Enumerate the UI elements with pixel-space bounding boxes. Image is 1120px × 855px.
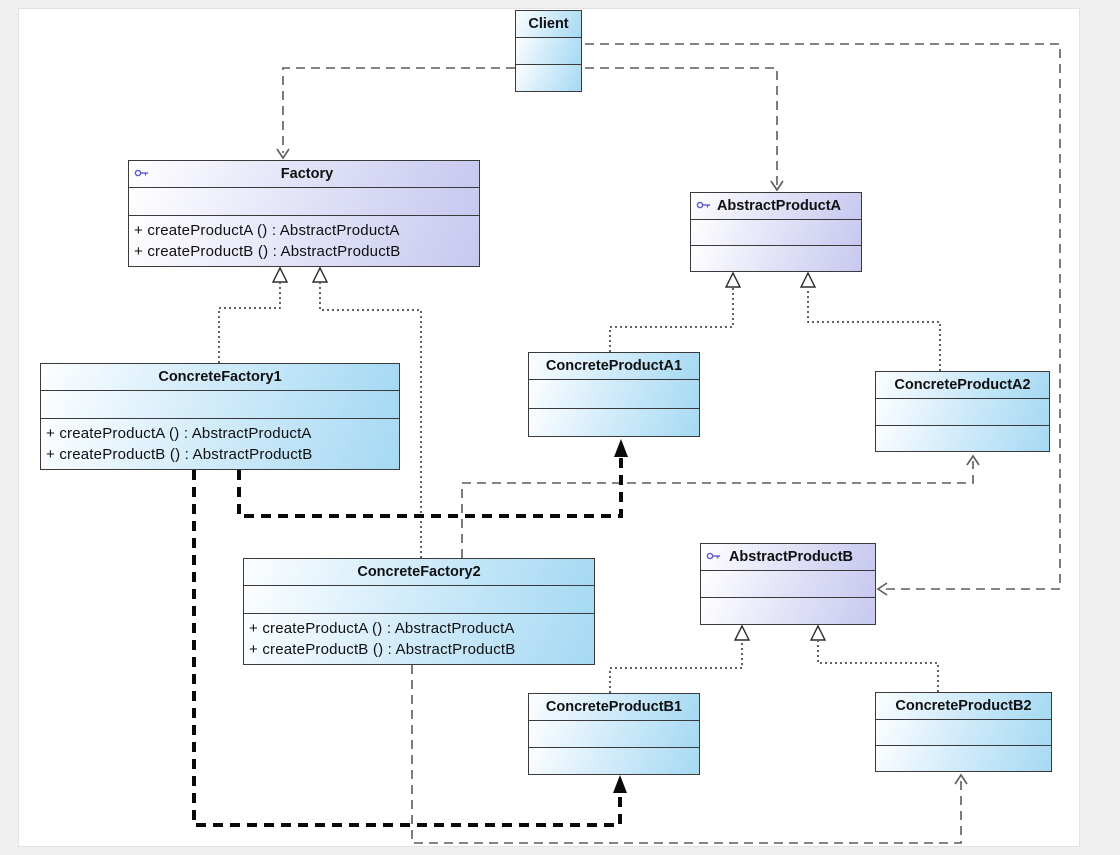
class-name-label: AbstractProductA: [716, 198, 842, 214]
operation: + createProductB () : AbstractProductB: [249, 641, 516, 658]
operation: + createProductB () : AbstractProductB: [46, 446, 313, 463]
class-name: ConcreteFactory2: [244, 559, 594, 585]
attributes-compartment: [701, 570, 875, 597]
operation: + createProductA () : AbstractProductA: [249, 620, 515, 637]
class-name: Factory: [129, 161, 479, 187]
class-name: ConcreteProductB2: [876, 693, 1051, 719]
class-name-label: ConcreteProductA1: [545, 358, 683, 374]
edge-concreteproducta1-abstractproducta: [609, 288, 734, 352]
edge-concretefactory1-concreteproductb1: [192, 470, 622, 827]
attributes-compartment: [244, 585, 594, 613]
open-arrowhead: [966, 454, 980, 466]
operations-compartment: [516, 64, 581, 91]
class-concreteproducta1: ConcreteProductA1: [528, 352, 700, 437]
edge-concreteproductb1-abstractproductb: [609, 641, 743, 693]
edge-concretefactory2-concreteproducta2: [461, 461, 974, 558]
open-arrowhead: [876, 582, 888, 596]
class-name-label: Client: [528, 16, 569, 32]
edge-client-abstractproductb: [585, 43, 1061, 590]
hollow-triangle-arrowhead: [724, 271, 742, 288]
edge-concretefactory2-concreteproductb2: [411, 665, 962, 844]
class-concreteproductb2: ConcreteProductB2: [875, 692, 1052, 772]
class-concretefactory1: ConcreteFactory1 + createProductA () : A…: [40, 363, 400, 470]
class-name-label: Factory: [280, 166, 334, 182]
class-name: ConcreteProductA2: [876, 372, 1049, 398]
class-name-label: ConcreteProductA2: [894, 377, 1031, 393]
operation: + createProductA () : AbstractProductA: [134, 222, 400, 239]
class-abstractproducta: AbstractProductA: [690, 192, 862, 272]
attributes-compartment: [41, 390, 399, 418]
operations-compartment: + createProductA () : AbstractProductA +…: [244, 613, 594, 664]
operation: + createProductA () : AbstractProductA: [46, 425, 312, 442]
attributes-compartment: [529, 379, 699, 408]
edge-concreteproducta2-abstractproducta: [807, 288, 941, 371]
edge-concretefactory1-factory: [218, 283, 281, 363]
operations-compartment: + createProductA () : AbstractProductA +…: [41, 418, 399, 469]
filled-arrowhead: [613, 775, 627, 793]
attributes-compartment: [876, 719, 1051, 745]
operation: + createProductB () : AbstractProductB: [134, 243, 401, 260]
edge-client-factory: [282, 67, 515, 153]
interface-icon: [134, 167, 150, 179]
interface-icon: [696, 199, 712, 211]
class-concreteproductb1: ConcreteProductB1: [528, 693, 700, 775]
class-name-label: ConcreteProductB2: [895, 698, 1032, 714]
edge-concretefactory1-concreteproducta1: [237, 457, 623, 518]
open-arrowhead: [954, 773, 968, 785]
operations-compartment: + createProductA () : AbstractProductA +…: [129, 215, 479, 266]
hollow-triangle-arrowhead: [271, 266, 289, 283]
operations-compartment: [691, 245, 861, 271]
filled-arrowhead: [614, 439, 628, 457]
class-name: ConcreteFactory1: [41, 364, 399, 390]
hollow-triangle-arrowhead: [809, 624, 827, 641]
attributes-compartment: [529, 720, 699, 747]
operations-compartment: [701, 597, 875, 624]
class-concreteproducta2: ConcreteProductA2: [875, 371, 1050, 452]
operations-compartment: [876, 424, 1049, 451]
class-client: Client: [515, 10, 582, 92]
edge-client-abstractproducta: [585, 67, 778, 185]
hollow-triangle-arrowhead: [733, 624, 751, 641]
class-name: ConcreteProductB1: [529, 694, 699, 720]
operations-compartment: [529, 747, 699, 774]
open-arrowhead: [770, 180, 784, 192]
hollow-triangle-arrowhead: [799, 271, 817, 288]
open-arrowhead: [276, 148, 290, 160]
attributes-compartment: [516, 37, 581, 64]
class-name: AbstractProductB: [701, 544, 875, 570]
interface-icon: [706, 550, 722, 562]
class-name-label: ConcreteFactory1: [158, 369, 282, 385]
attributes-compartment: [691, 219, 861, 245]
class-name: ConcreteProductA1: [529, 353, 699, 379]
operations-compartment: [529, 407, 699, 436]
attributes-compartment: [876, 398, 1049, 425]
attributes-compartment: [129, 187, 479, 215]
class-abstractproductb: AbstractProductB: [700, 543, 876, 625]
operations-compartment: [876, 745, 1051, 771]
class-name: AbstractProductA: [691, 193, 861, 219]
class-concretefactory2: ConcreteFactory2 + createProductA () : A…: [243, 558, 595, 665]
class-name-label: AbstractProductB: [728, 549, 854, 565]
edge-concreteproductb2-abstractproductb: [817, 641, 939, 692]
hollow-triangle-arrowhead: [311, 266, 329, 283]
class-name-label: ConcreteProductB1: [545, 699, 683, 715]
class-factory: Factory + createProductA () : AbstractPr…: [128, 160, 480, 267]
class-name: Client: [516, 11, 581, 37]
class-name-label: ConcreteFactory2: [357, 564, 481, 580]
